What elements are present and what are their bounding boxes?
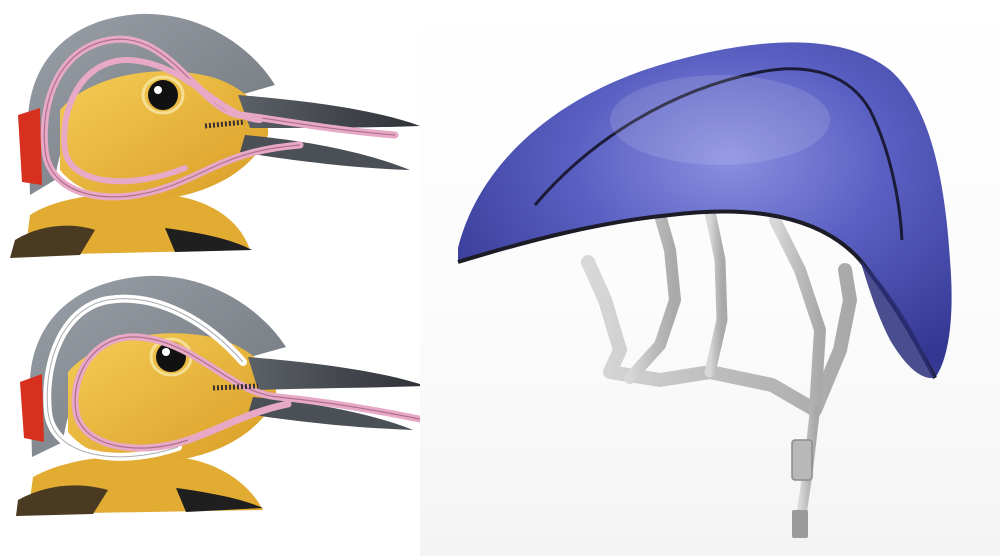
woodpecker-panel [0,0,450,556]
chin-strap-end [792,510,808,538]
red-patch-bottom [20,374,44,442]
eye-top [148,80,178,110]
helmet-panel [420,0,1000,556]
beak-upper-bottom [248,357,426,390]
chin-strap-buckle [792,440,812,480]
woodpecker-head-top [10,14,420,258]
woodpecker-illustration [0,0,450,556]
beak-upper-top [238,95,420,128]
woodpecker-head-bottom [16,276,443,516]
red-patch-top [18,108,42,185]
helmet-illustration [420,0,1000,556]
helmet-shell [458,42,952,378]
